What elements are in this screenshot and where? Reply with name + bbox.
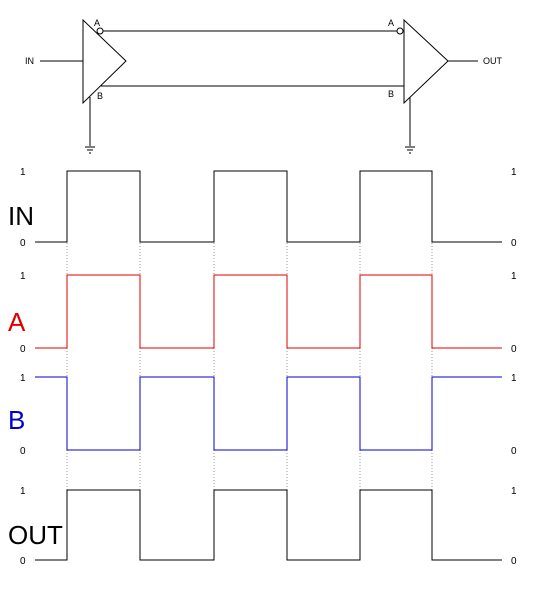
signal-a-high-tick-right: 1 <box>511 271 517 282</box>
edge-guide-lines <box>66 171 433 560</box>
driver-inversion-bubble <box>96 27 104 35</box>
receiver-ground-icon <box>405 146 415 154</box>
signal-label-in: IN <box>8 201 34 231</box>
signal-in-high-tick-right: 1 <box>511 167 517 178</box>
driver-buffer <box>82 18 127 105</box>
circuit-schematic <box>40 18 478 146</box>
signal-in-high-tick-left: 1 <box>20 167 26 178</box>
signal-a-high-tick-left: 1 <box>20 271 26 282</box>
input-label: IN <box>25 56 34 66</box>
signal-b-low-tick-left: 0 <box>20 446 26 457</box>
signal-in-low-tick-right: 0 <box>511 238 517 249</box>
receiver-inversion-bubble <box>396 27 404 35</box>
driver-ground-icon <box>85 146 95 154</box>
output-label: OUT <box>483 56 503 66</box>
signal-b-high-tick-left: 1 <box>20 373 26 384</box>
signal-label-a: A <box>8 307 26 337</box>
signal-b-low-tick-right: 0 <box>511 446 517 457</box>
signal-b-high-tick-right: 1 <box>511 373 517 384</box>
signal-out-high-tick-left: 1 <box>20 486 26 497</box>
driver-pin-a-label: A <box>94 18 100 28</box>
waveform-b <box>35 376 502 451</box>
timing-waveforms <box>35 170 502 561</box>
signal-a-low-tick-right: 0 <box>511 344 517 355</box>
driver-pin-b-label: B <box>97 91 103 101</box>
signal-out-high-tick-right: 1 <box>511 486 517 497</box>
signal-label-b: B <box>8 405 25 435</box>
signal-a-low-tick-left: 0 <box>20 344 26 355</box>
receiver-buffer <box>403 18 449 105</box>
receiver-pin-a-label: A <box>388 18 394 28</box>
waveform-out <box>35 489 502 561</box>
signal-out-low-tick-right: 0 <box>511 556 517 567</box>
waveform-a <box>35 274 502 349</box>
signal-out-low-tick-left: 0 <box>20 556 26 567</box>
receiver-pin-b-label: B <box>388 89 394 99</box>
signal-label-out: OUT <box>8 520 63 550</box>
signal-in-low-tick-left: 0 <box>20 238 26 249</box>
waveform-in <box>35 170 502 243</box>
